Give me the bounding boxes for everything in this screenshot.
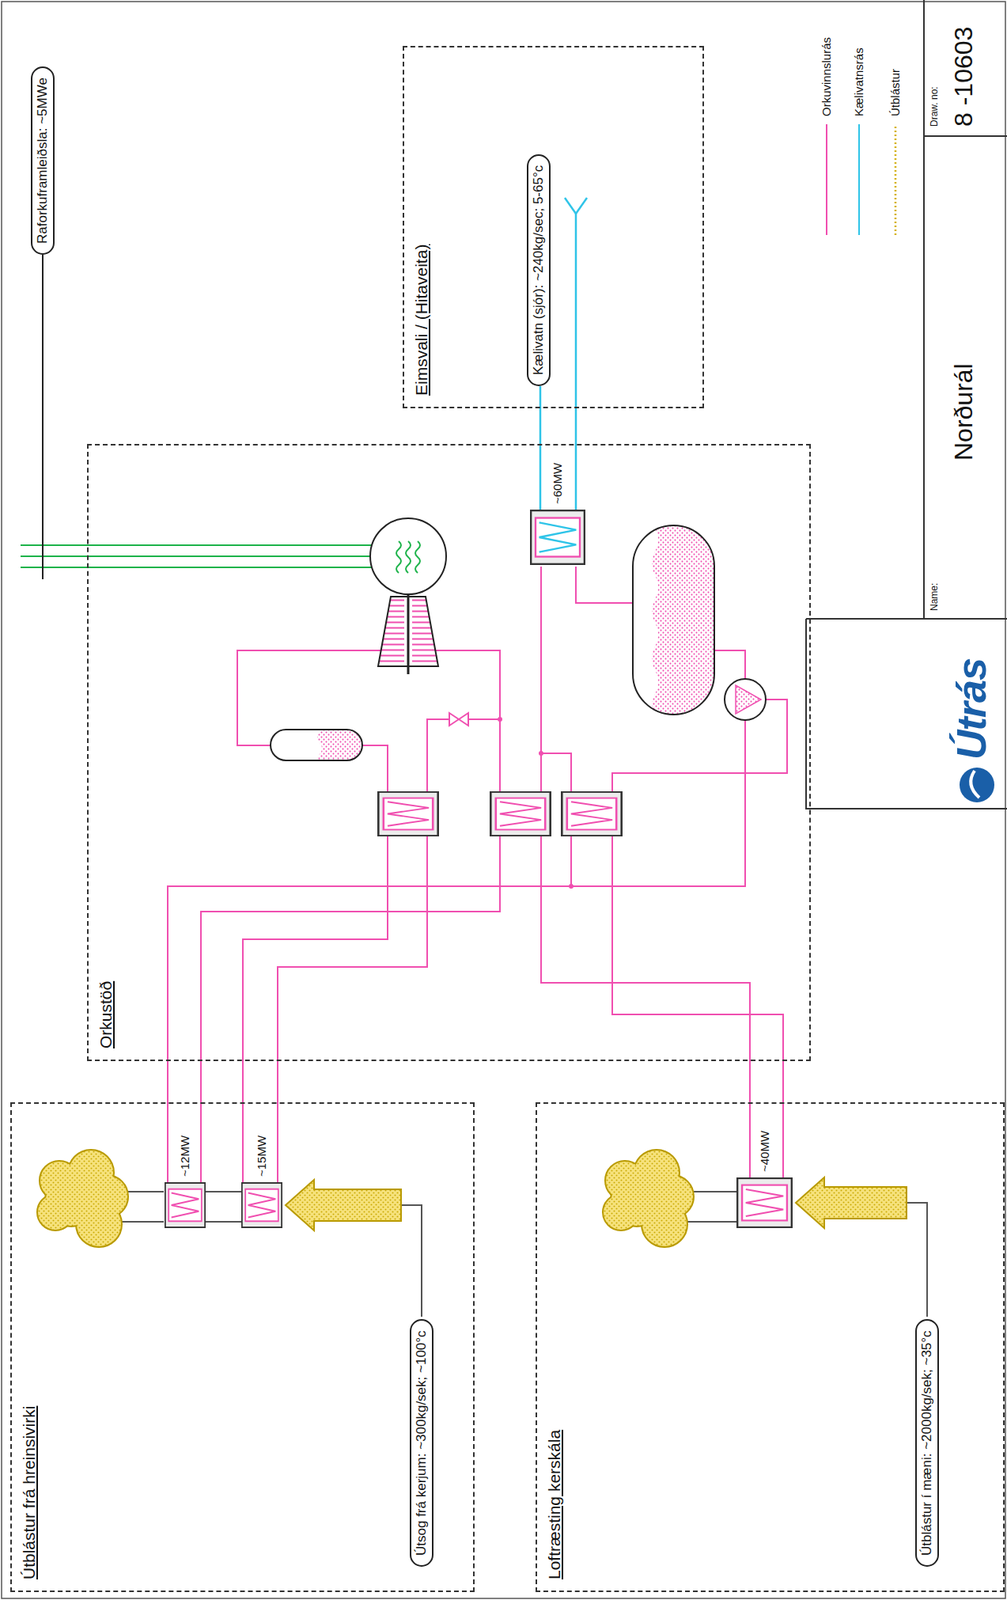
- duty-label: ~60MW: [550, 462, 565, 504]
- flow-spec: Útsog frá kerjum: ~300kg/sek; ~100°c: [413, 1329, 430, 1556]
- field-caption: Draw. no:: [928, 86, 940, 127]
- heat-exchanger-symbol: [241, 1181, 283, 1228]
- region-box: Orkustöð ~60MW: [87, 443, 811, 1061]
- label-holder: Draw. no:: [928, 86, 940, 127]
- heat-exchanger: ~60MW: [530, 509, 586, 565]
- flow-spec: Raforkuframleiðsla: ~5MWe: [34, 77, 51, 244]
- region-title: Loftræsting kerskála: [545, 1429, 565, 1579]
- duct-line: [906, 1202, 928, 1317]
- legend-swatch: [858, 124, 860, 235]
- label-holder: Name:: [928, 583, 940, 611]
- label-holder: ~12MW: [177, 1135, 193, 1177]
- label-holder: ~40MW: [757, 1130, 773, 1172]
- region-box: Loftræsting kerskála ~40MW Útblástur í mæn…: [535, 1101, 1005, 1592]
- region-box: Útblástur frá hreinsivirki ~12MW ~15MW Útso…: [10, 1101, 475, 1592]
- flow-arrow: [795, 1177, 907, 1228]
- drawing-number: 8 -10603: [949, 26, 979, 127]
- duty-label: ~15MW: [254, 1135, 269, 1177]
- region-title: Eimsvali / (Hitaveita): [412, 244, 432, 396]
- region-title: Orkustöð: [96, 980, 116, 1049]
- info-pill: Útsog frá kerjum: ~300kg/sek; ~100°c: [409, 1318, 434, 1567]
- legend-entry: Útblástur: [888, 68, 903, 117]
- legend-entry: Kælivatnsrás: [851, 47, 867, 117]
- project-name: Norðurál: [949, 363, 979, 461]
- label-holder: Norðurál: [949, 363, 979, 461]
- legend-text: Orkuvinnslurás: [819, 37, 834, 117]
- label-holder: ~15MW: [254, 1135, 269, 1177]
- info-pill: Útblástur í mæni: ~2000kg/sek; ~35°c: [915, 1318, 939, 1567]
- label-holder: 8 -10603: [949, 26, 979, 127]
- flow-spec: Útblástur í mæni: ~2000kg/sek; ~35°c: [919, 1329, 936, 1556]
- duty-label: ~12MW: [177, 1135, 193, 1177]
- heat-exchanger-symbol: [736, 1177, 793, 1228]
- heat-exchanger: ~40MW: [736, 1177, 793, 1228]
- heat-exchanger: ~15MW: [241, 1181, 283, 1228]
- info-pill: Raforkuframleiðsla: ~5MWe: [30, 66, 55, 255]
- exhaust-flow-arrow: [285, 1179, 422, 1317]
- exhaust-flow-arrow: [795, 1177, 928, 1317]
- legend-text: Kælivatnsrás: [851, 47, 867, 117]
- pipe-line: [539, 386, 542, 510]
- field-caption: Name:: [928, 583, 940, 611]
- heat-exchanger-symbol: [164, 1181, 206, 1228]
- duct-line: [401, 1204, 422, 1317]
- flow-arrow: [285, 1179, 402, 1231]
- flow-spec: Kælivatn (sjór): ~240kg/sec; 5-65°c: [530, 165, 547, 375]
- label-holder: Útrás: [947, 658, 996, 760]
- heat-exchanger: ~12MW: [164, 1181, 206, 1228]
- legend-swatch: [894, 124, 898, 235]
- legend-swatch: [825, 124, 828, 235]
- cooling-water-line: [540, 386, 542, 510]
- heat-exchanger-symbol: [530, 509, 586, 565]
- info-pill: Kælivatn (sjór): ~240kg/sec; 5-65°c: [526, 154, 551, 387]
- legend-text: Útblástur: [888, 68, 903, 117]
- label-holder: ~60MW: [550, 462, 565, 504]
- duty-label: ~40MW: [757, 1130, 773, 1172]
- company-logo: Útrás: [947, 658, 996, 760]
- region-title: Útblástur frá hreinsivirki: [19, 1405, 39, 1579]
- legend-entry: Orkuvinnslurás: [819, 37, 834, 117]
- region-box: Eimsvali / (Hitaveita) Kælivatn (sjór): ~…: [402, 45, 705, 409]
